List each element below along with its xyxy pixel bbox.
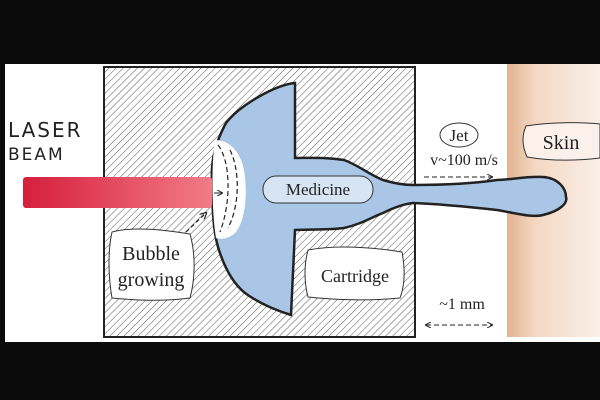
growing-label: growing	[118, 269, 185, 291]
laser-beam	[23, 177, 212, 208]
bubble-label: Bubble	[122, 243, 180, 265]
bubble-pointer-arrow-icon	[185, 213, 206, 233]
distance-label: ~1 mm	[439, 296, 485, 313]
bubble-front-2	[227, 149, 238, 229]
bubble-label-box	[108, 228, 195, 301]
beam-label: BEAM	[8, 145, 65, 165]
skin-label-box	[522, 122, 600, 161]
medicine-label-pill	[262, 175, 374, 204]
bubble	[212, 140, 246, 239]
skin-label: Skin	[543, 132, 580, 154]
medicine-fluid	[210, 81, 568, 317]
jet-label: Jet	[450, 126, 469, 145]
cartridge-label-box	[304, 246, 405, 301]
cartridge-label: Cartridge	[321, 266, 389, 286]
velocity-label: v~100 m/s	[430, 152, 498, 169]
laser-label: LASER	[8, 118, 83, 142]
medicine-label: Medicine	[286, 180, 350, 199]
jet-label-bubble	[439, 122, 479, 148]
